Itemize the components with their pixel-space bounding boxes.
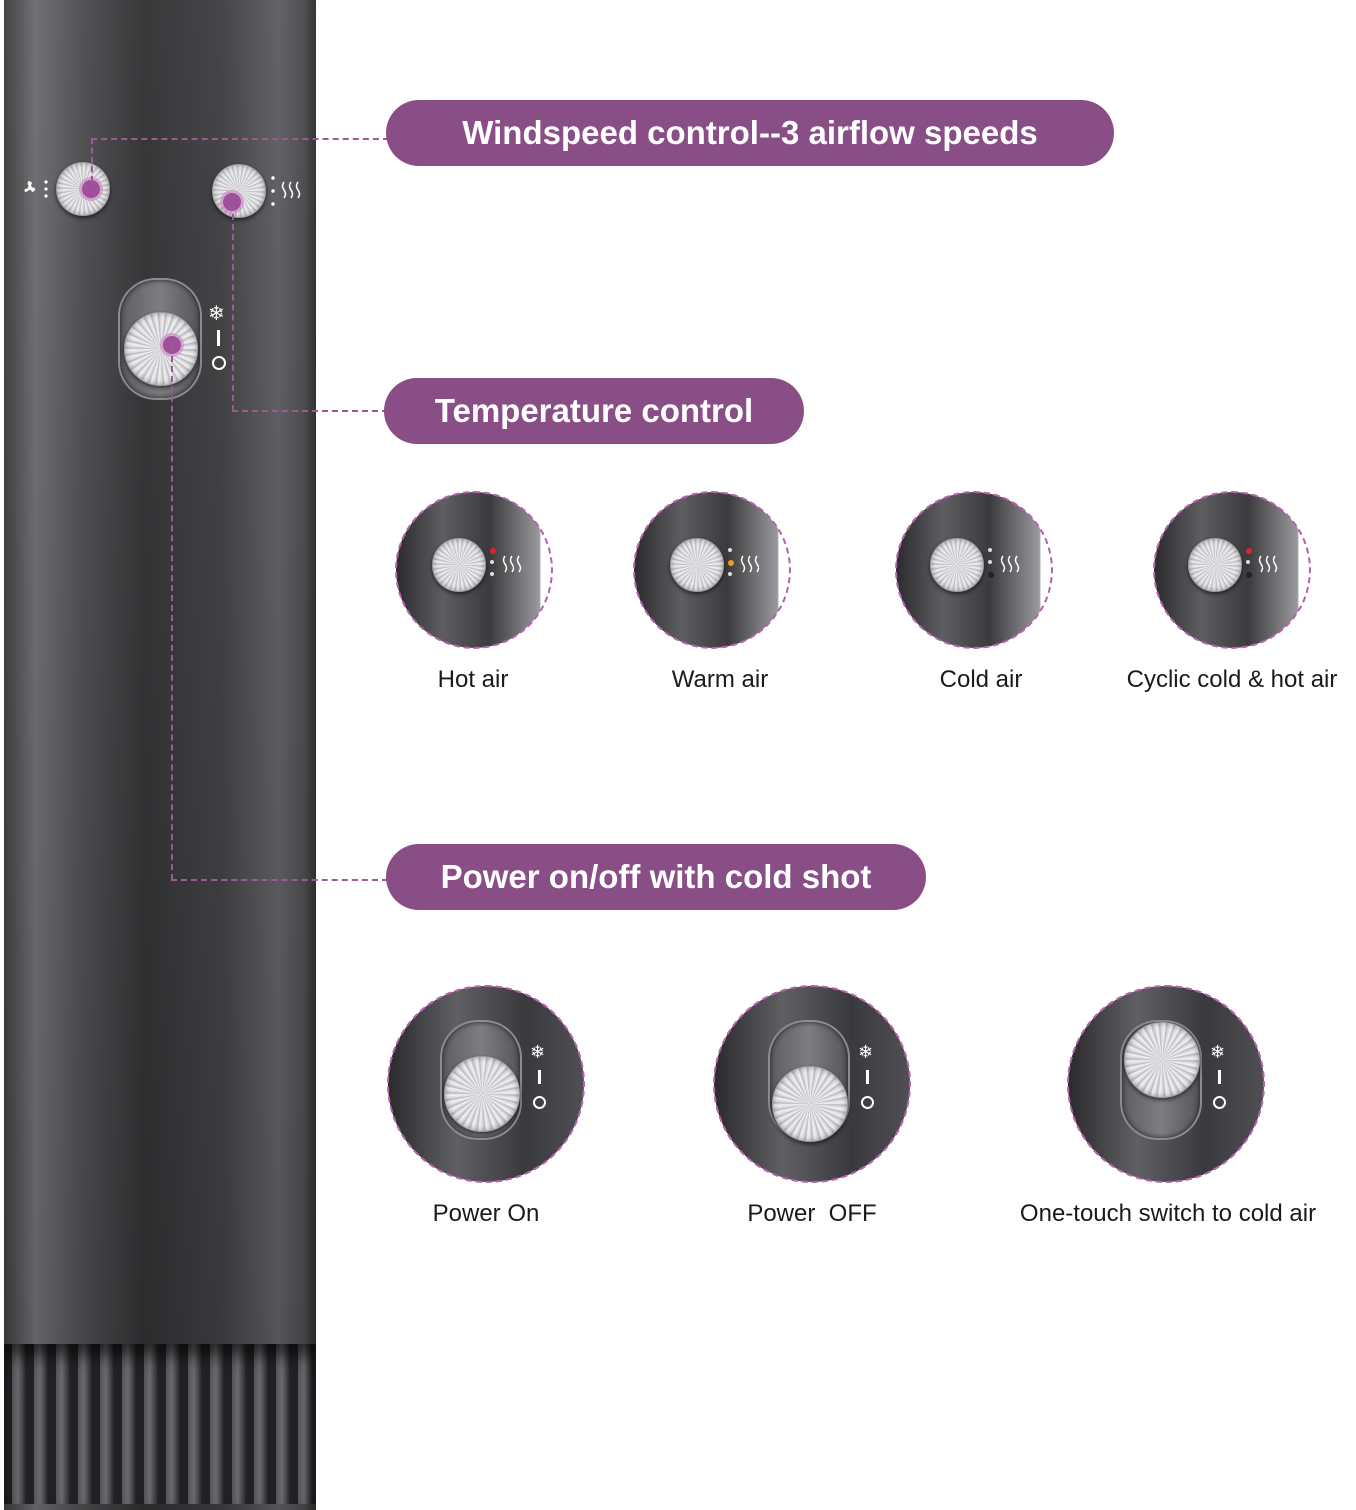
off-mark-icon xyxy=(1213,1096,1226,1109)
power-mode-cold-shot-image: ❄ xyxy=(1067,985,1265,1183)
on-mark-icon xyxy=(217,330,220,346)
temperature-mode-caption: Warm air xyxy=(671,666,769,693)
temperature-mode-cyclic-image xyxy=(1153,491,1311,649)
windspeed-label: Windspeed control--3 airflow speeds xyxy=(386,100,1114,166)
snowflake-icon: ❄ xyxy=(858,1042,874,1063)
power-marker xyxy=(163,336,181,354)
on-mark-icon xyxy=(538,1070,541,1084)
indicator-dot xyxy=(490,548,496,554)
temperature-mode-cold-image xyxy=(895,491,1053,649)
indicator-dot xyxy=(490,572,494,576)
indicator-dot xyxy=(988,572,994,578)
snowflake-icon: ❄ xyxy=(530,1042,546,1063)
connector-power-h xyxy=(171,879,388,881)
heat-waves-icon xyxy=(738,554,766,581)
off-mark-icon xyxy=(533,1096,546,1109)
power-mode-on-image: ❄ xyxy=(387,985,585,1183)
temperature-mode-warm-image xyxy=(633,491,791,649)
indicator-dot xyxy=(728,548,732,552)
windspeed-marker xyxy=(82,180,100,198)
connector-windspeed-h xyxy=(91,138,389,140)
slider-knob-icon xyxy=(1124,1022,1200,1098)
indicator-dot xyxy=(1246,560,1250,564)
indicator-dot xyxy=(988,548,992,552)
temperature-marker xyxy=(223,193,241,211)
on-mark-icon xyxy=(866,1070,869,1084)
power-mode-off-image: ❄ xyxy=(713,985,911,1183)
temperature-mode-caption: Cold air xyxy=(939,666,1023,693)
temperature-button[interactable] xyxy=(212,164,266,218)
snowflake-icon: ❄ xyxy=(1210,1042,1226,1063)
heat-waves-icon xyxy=(268,174,308,213)
slider-knob-icon xyxy=(772,1066,848,1142)
indicator-dot xyxy=(1246,572,1252,578)
power-label: Power on/off with cold shot xyxy=(386,844,926,910)
temperature-knob-icon xyxy=(1188,538,1242,592)
power-mode-caption: One-touch switch to cold air xyxy=(1019,1200,1317,1227)
connector-windspeed-v xyxy=(91,138,93,182)
hair-dryer-handle xyxy=(4,0,316,1510)
temperature-knob-icon xyxy=(432,538,486,592)
temperature-label: Temperature control xyxy=(384,378,804,444)
temperature-mode-caption: Hot air xyxy=(437,666,509,693)
temperature-mode-hot-image xyxy=(395,491,553,649)
power-mode-caption: Power On xyxy=(432,1200,540,1227)
fan-icon xyxy=(22,176,52,207)
heat-waves-icon xyxy=(500,554,528,581)
indicator-dot xyxy=(490,560,494,564)
off-mark-icon xyxy=(212,356,226,370)
connector-temperature-v xyxy=(232,204,234,411)
indicator-dot xyxy=(728,572,732,576)
heat-waves-icon xyxy=(1256,554,1284,581)
on-mark-icon xyxy=(1218,1070,1221,1084)
indicator-dot xyxy=(1246,548,1252,554)
connector-temperature-h xyxy=(232,410,388,412)
snowflake-icon: ❄ xyxy=(208,301,225,325)
indicator-dot xyxy=(988,560,992,564)
power-slider[interactable] xyxy=(124,312,198,386)
power-mode-caption: Power OFF xyxy=(747,1200,877,1227)
temperature-knob-icon xyxy=(670,538,724,592)
air-intake-grille xyxy=(4,1344,316,1504)
indicator-dot xyxy=(728,560,734,566)
off-mark-icon xyxy=(861,1096,874,1109)
temperature-knob-icon xyxy=(930,538,984,592)
connector-power-v xyxy=(171,346,173,880)
slider-knob-icon xyxy=(444,1056,520,1132)
heat-waves-icon xyxy=(998,554,1026,581)
temperature-mode-caption: Cyclic cold & hot air xyxy=(1126,666,1338,693)
